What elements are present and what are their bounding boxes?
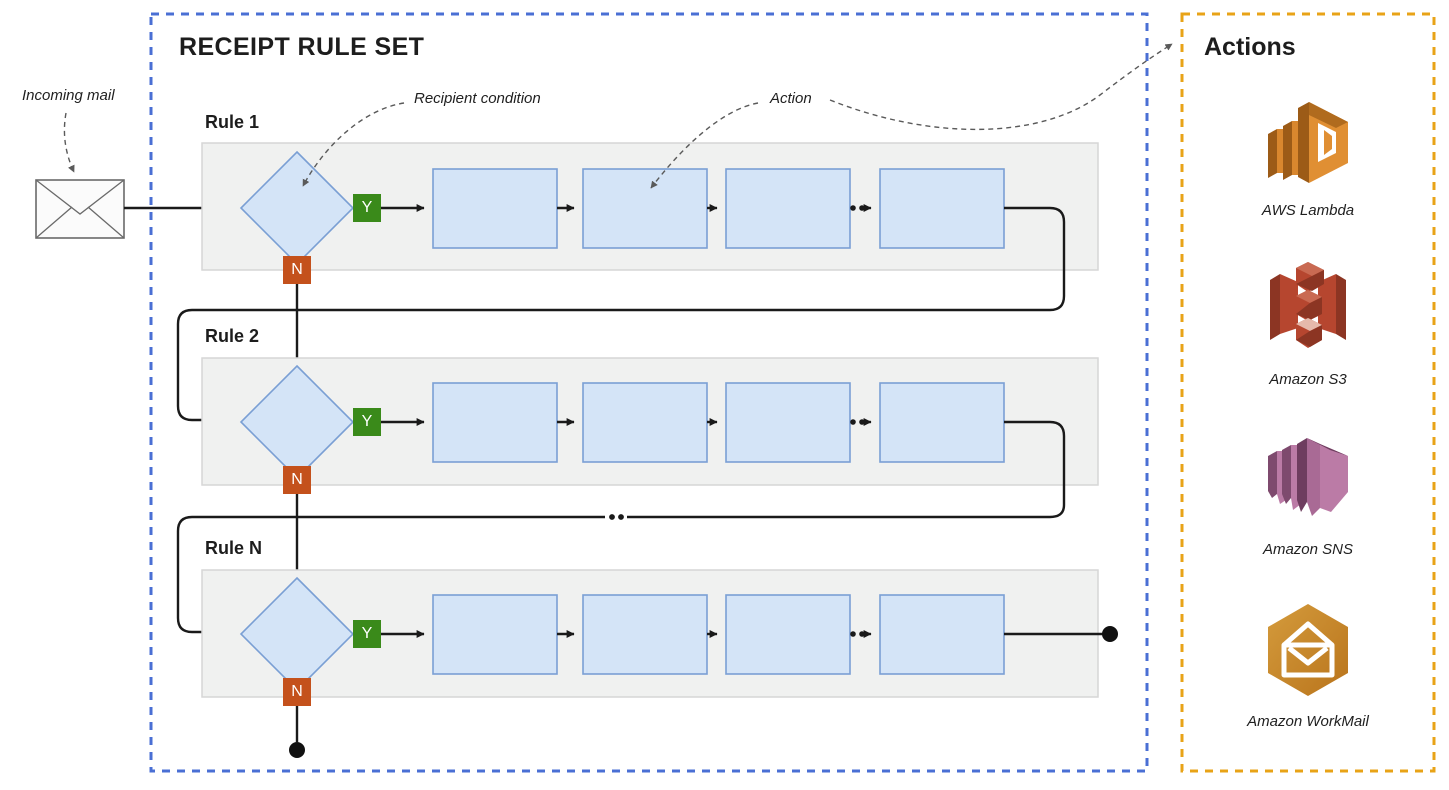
incoming-mail-envelope — [35, 179, 125, 239]
action-to-actions-panel-pointer — [829, 43, 1173, 131]
page-title: RECEIPT RULE SET — [179, 33, 425, 61]
rule-2-action-4 — [879, 382, 1005, 463]
rule-1-yes-badge[interactable]: Y — [353, 194, 381, 222]
incoming-mail-pointer — [63, 112, 75, 173]
recipient-condition-label: Recipient condition — [414, 90, 541, 107]
amazon-s3-label: Amazon S3 — [1269, 371, 1347, 388]
rule-2-action-2 — [582, 382, 708, 463]
rule-2-group — [176, 357, 1099, 636]
aws-lambda-label: AWS Lambda — [1261, 202, 1355, 219]
action-pointer-left — [650, 102, 759, 189]
amazon-workmail-label: Amazon WorkMail — [1247, 713, 1369, 730]
actions-panel-title: Actions — [1204, 33, 1296, 61]
rule-2-yes-badge[interactable]: Y — [353, 408, 381, 436]
rules-gap-dot-2 — [618, 514, 624, 520]
rule-1-loop-back — [176, 206, 1066, 424]
rule-n-action-2 — [582, 594, 708, 675]
rule-n-no-badge[interactable]: N — [283, 678, 311, 706]
rule-1-action-2 — [582, 168, 708, 249]
rule-2-title: Rule 2 — [205, 326, 260, 346]
rule-n-group — [201, 569, 1118, 758]
amazon-s3-icon — [1258, 258, 1358, 358]
receipt-rule-set-border — [149, 12, 1149, 773]
rule-n-action-4 — [879, 594, 1005, 675]
rule-n-title: Rule N — [205, 538, 263, 558]
rules-gap-dot-1 — [609, 514, 615, 520]
rule-1-group — [176, 142, 1099, 424]
rule-2-action-1 — [432, 382, 558, 463]
rule-2-loop-back-b — [176, 515, 605, 636]
rule-1-action-1 — [432, 168, 558, 249]
rule-n-action-3 — [725, 594, 851, 675]
rule-2-no-badge[interactable]: N — [283, 466, 311, 494]
amazon-sns-icon — [1258, 428, 1358, 528]
incoming-mail-label: Incoming mail — [22, 87, 115, 104]
rule-n-terminator — [1102, 626, 1118, 642]
rule-2-action-3 — [725, 382, 851, 463]
rule-1-action-3 — [725, 168, 851, 249]
rule-1-title: Rule 1 — [205, 112, 260, 132]
ruleset-terminator — [289, 742, 305, 758]
rule-n-yes-badge[interactable]: Y — [353, 620, 381, 648]
action-label: Action — [770, 90, 812, 107]
amazon-sns-label: Amazon SNS — [1262, 541, 1354, 558]
actions-panel-border — [1180, 12, 1436, 773]
rule-n-action-1 — [432, 594, 558, 675]
rule-1-no-badge[interactable]: N — [283, 256, 311, 284]
recipient-condition-pointer — [302, 102, 405, 187]
aws-lambda-icon — [1258, 90, 1358, 190]
rule-1-action-4 — [879, 168, 1005, 249]
amazon-workmail-icon — [1258, 600, 1358, 700]
rule-2-loop-back-a — [627, 420, 1066, 519]
